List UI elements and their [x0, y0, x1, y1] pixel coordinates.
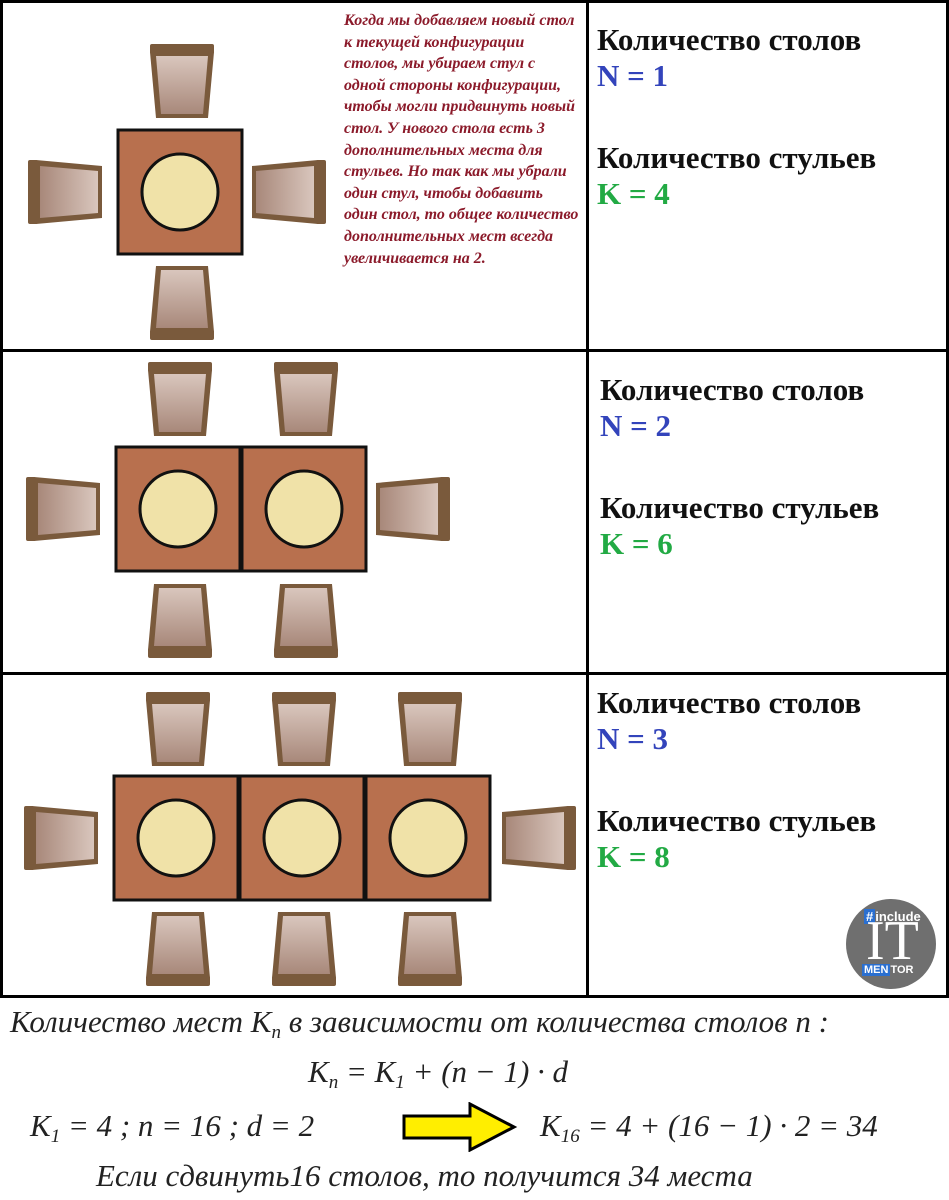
tables-count: N = 3 [597, 721, 669, 756]
formula-caption: Количество мест Kn в зависимости от коли… [10, 1004, 829, 1043]
logo-it-text: IT [866, 910, 919, 972]
chair [148, 584, 212, 658]
chair [274, 584, 338, 658]
right-arrow-icon [402, 1102, 518, 1152]
table [114, 445, 242, 573]
table [116, 128, 244, 256]
bottom-border [0, 995, 949, 998]
chair [150, 266, 214, 340]
tables-label: Количество столов [597, 685, 862, 720]
tables-count: N = 1 [597, 58, 669, 93]
column-divider [586, 0, 589, 998]
tables-count: N = 2 [600, 408, 672, 443]
chair [398, 692, 462, 766]
computed-result: K16 = 4 + (16 − 1) · 2 = 34 [540, 1108, 878, 1147]
chairs-count: K = 4 [597, 176, 670, 211]
table [112, 774, 240, 902]
tables-label: Количество столов [600, 372, 865, 407]
chairs-count: K = 8 [597, 839, 670, 874]
explanation-note: Когда мы добавляем новый стол к текущей … [344, 12, 579, 267]
conclusion: Если сдвинуть16 столов, то получится 34 … [96, 1158, 753, 1193]
chair [398, 912, 462, 986]
chair [150, 44, 214, 118]
left-border [0, 0, 3, 998]
chair [146, 692, 210, 766]
table [238, 774, 366, 902]
logo-include-text: #include [864, 909, 921, 924]
divider-1 [0, 349, 949, 352]
chairs-label: Количество стульев [597, 803, 877, 838]
chair [502, 806, 576, 870]
chair [146, 912, 210, 986]
panel-1-info: Количество столов N = 1 Количество стуль… [597, 22, 876, 212]
tables-label: Количество столов [597, 22, 862, 57]
chair [272, 692, 336, 766]
chair [24, 806, 98, 870]
right-border [946, 0, 949, 998]
chairs-count: K = 6 [600, 526, 673, 561]
chair [28, 160, 102, 224]
panel-2-info: Количество столов N = 2 Количество стуль… [600, 372, 879, 562]
chairs-label: Количество стульев [597, 140, 877, 175]
general-formula: Kn = K1 + (n − 1) · d [308, 1054, 569, 1093]
diagram-grid [0, 0, 949, 998]
chair [26, 477, 100, 541]
chairs-label: Количество стульев [600, 490, 880, 525]
chair [148, 362, 212, 436]
chair [376, 477, 450, 541]
table [240, 445, 368, 573]
panel-3-info: Количество столов N = 3 Количество стуль… [597, 685, 876, 875]
chair [252, 160, 326, 224]
divider-2 [0, 672, 949, 675]
given-values: K1 = 4 ; n = 16 ; d = 2 [30, 1108, 315, 1147]
seating-scene [24, 44, 576, 986]
chair [274, 362, 338, 436]
chair [272, 912, 336, 986]
top-border [0, 0, 949, 3]
table [364, 774, 492, 902]
